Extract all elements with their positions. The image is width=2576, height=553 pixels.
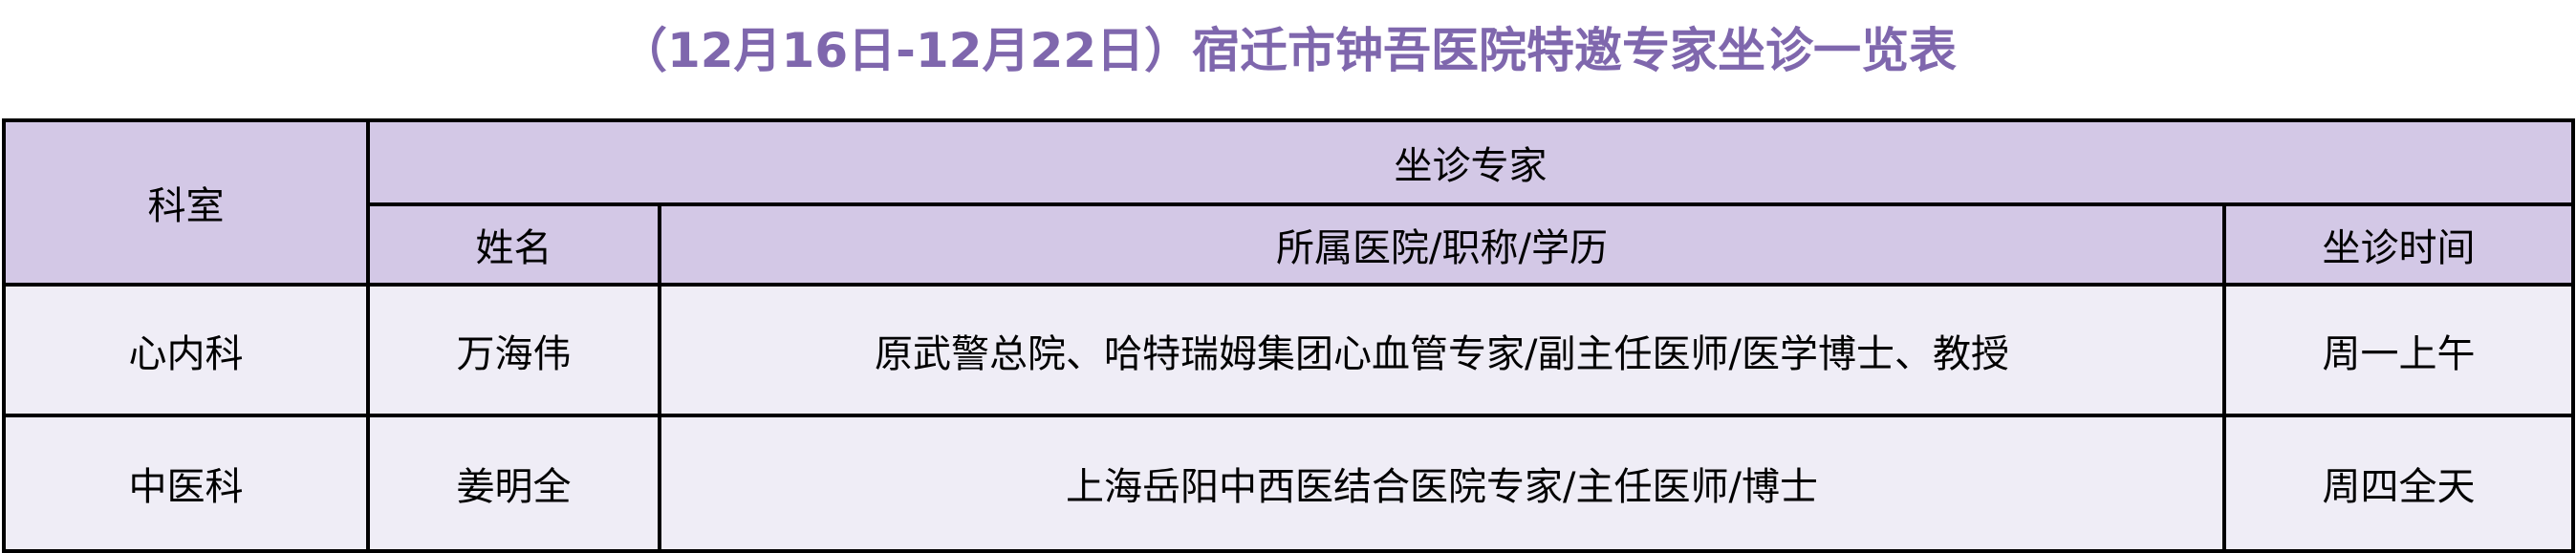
cell-time: 周一上午 [2221,283,2576,417]
table-row: 中医科 姜明全 上海岳阳中西医结合医院专家/主任医师/博士 周四全天 [2,414,2576,553]
cell-name: 姜明全 [366,414,661,553]
page-title: （12月16日-12月22日）宿迁市钟吾医院特邀专家坐诊一览表 [618,23,1958,78]
cell-department: 中医科 [2,414,370,553]
header-name: 姓名 [366,202,661,287]
cell-hospital-title: 上海岳阳中西医结合医院专家/主任医师/博士 [658,414,2226,553]
header-experts: 坐诊专家 [365,118,2576,206]
cell-hospital-title: 原武警总院、哈特瑞姆集团心血管专家/副主任医师/医学博士、教授 [658,283,2226,417]
cell-time: 周四全天 [2221,414,2576,553]
cell-department: 心内科 [2,283,370,417]
header-time: 坐诊时间 [2221,202,2576,287]
cell-name: 万海伟 [366,283,661,417]
header-department: 科室 [2,118,370,287]
header-hospital-title: 所属医院/职称/学历 [658,202,2226,287]
expert-schedule-table: 科室 坐诊专家 姓名 所属医院/职称/学历 坐诊时间 心内科 万海伟 原武警总院… [2,118,2576,553]
table-row: 心内科 万海伟 原武警总院、哈特瑞姆集团心血管专家/副主任医师/医学博士、教授 … [2,283,2576,417]
